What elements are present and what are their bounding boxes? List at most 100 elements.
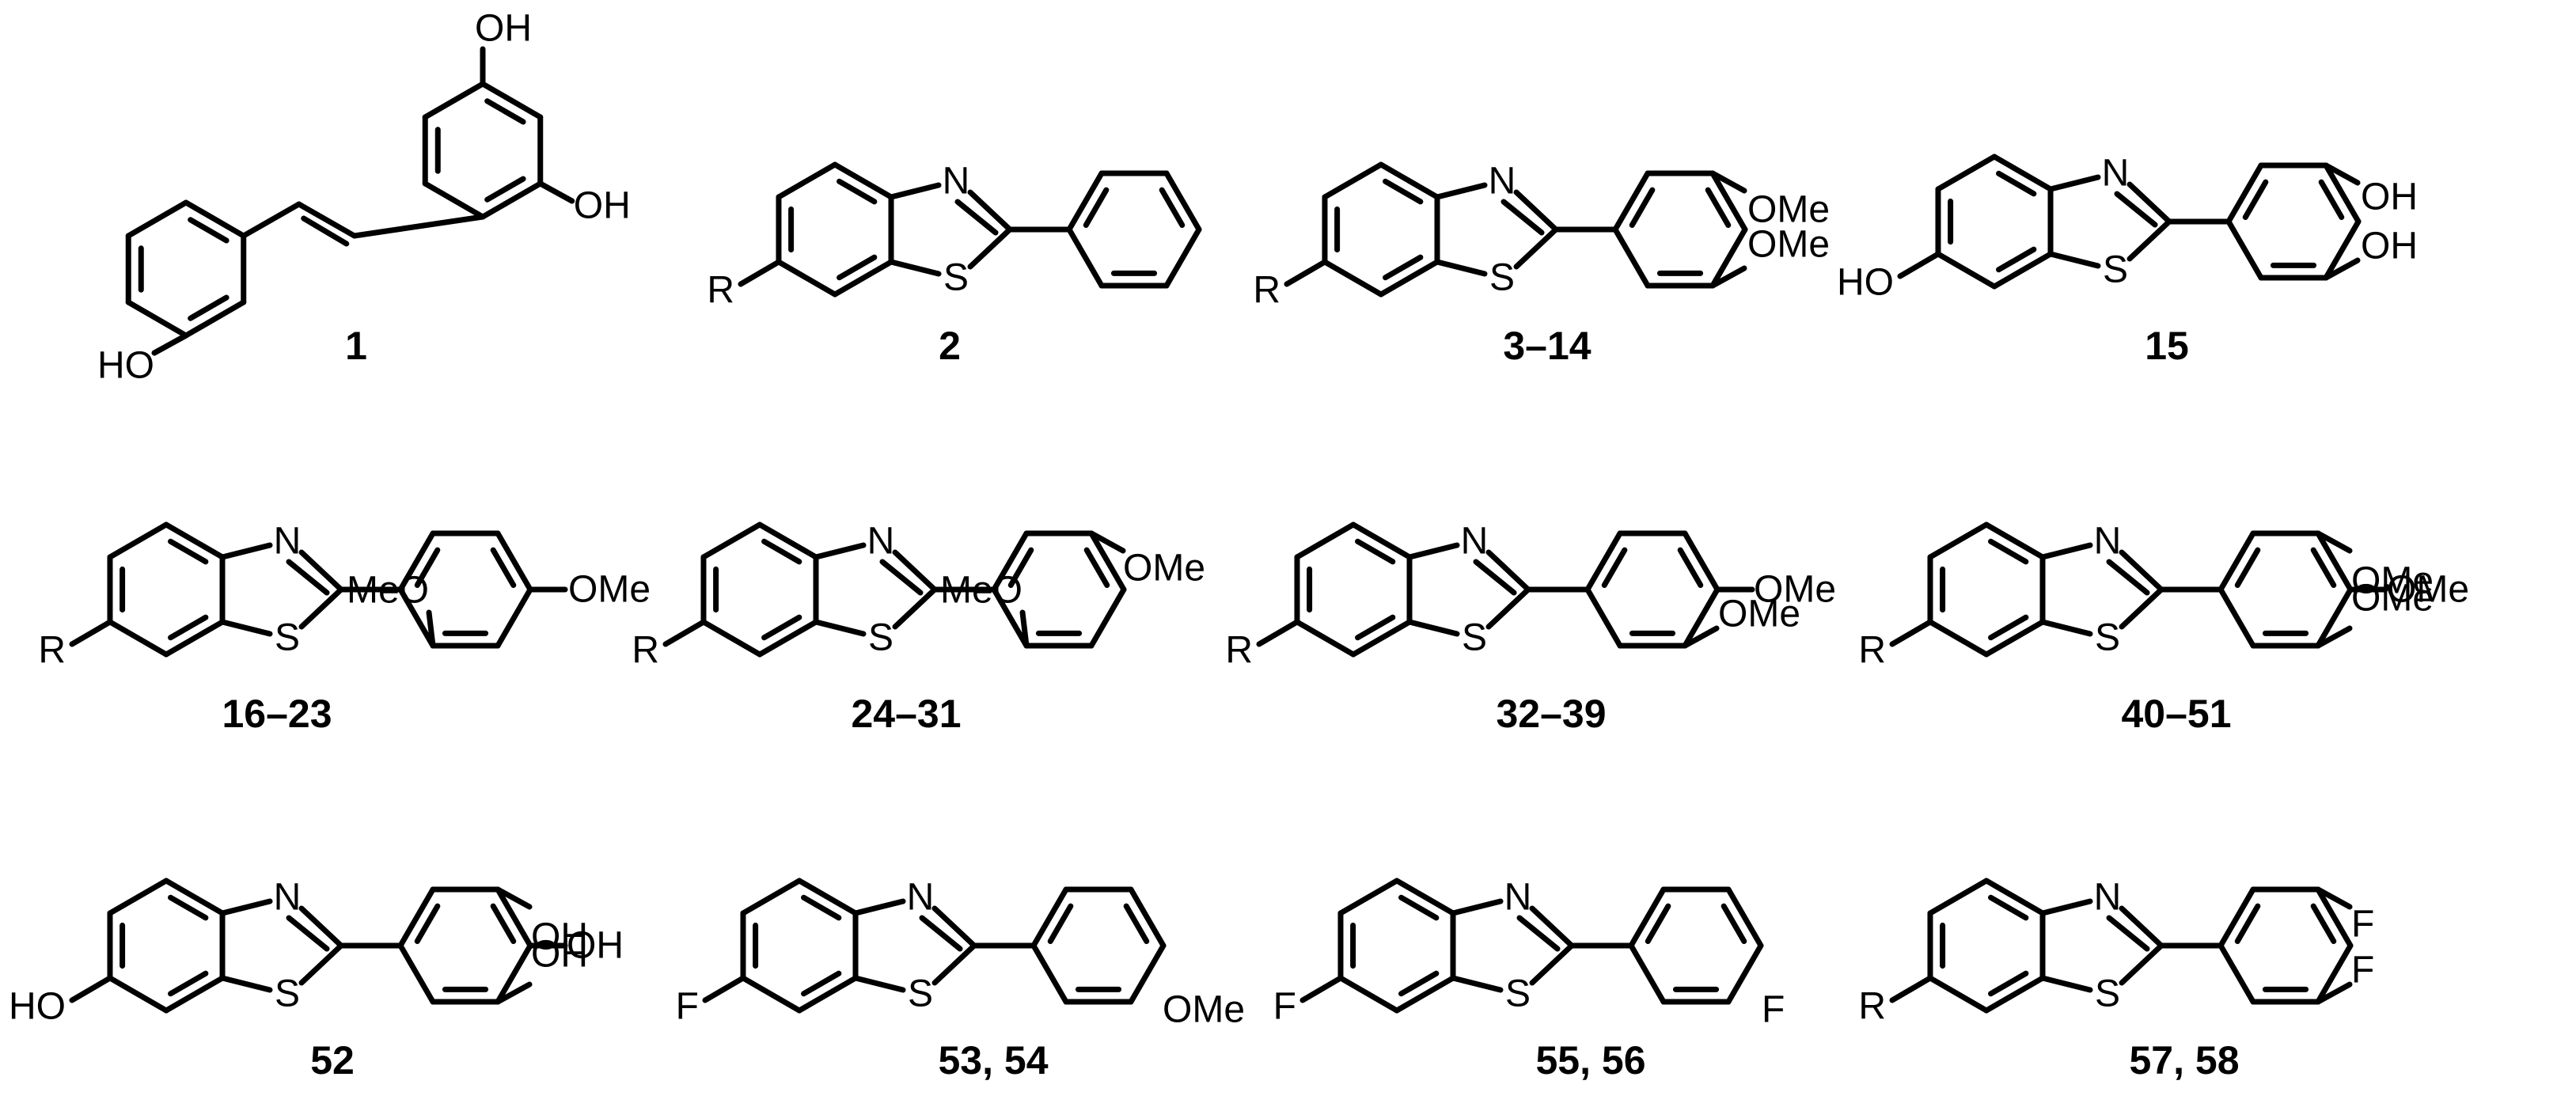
hydroxyl-label: OH xyxy=(475,8,532,50)
double-bond xyxy=(2234,903,2261,944)
bond-n-c2 xyxy=(298,549,344,593)
double-bond xyxy=(1083,547,1110,588)
double-bond-n-c2 xyxy=(286,559,330,596)
compound-number: 15 xyxy=(2145,324,2189,368)
bond xyxy=(2323,218,2362,281)
bond xyxy=(1612,170,1651,233)
bond xyxy=(397,942,436,1005)
bond xyxy=(163,975,226,1014)
bond-oh-right xyxy=(537,180,575,204)
bond-c3a-n xyxy=(219,898,273,916)
bond xyxy=(1088,530,1127,593)
bond-ome xyxy=(1088,530,1126,554)
bond-s-c2 xyxy=(931,942,977,986)
bond xyxy=(2315,530,2354,593)
compound-number: 40–51 xyxy=(2121,692,2231,736)
methoxy-label: OMe xyxy=(2351,578,2434,620)
hydroxyl-label: OH xyxy=(2361,176,2418,218)
double-bond xyxy=(1159,187,1186,228)
bond xyxy=(1584,586,1623,649)
double-bond-n-c2 xyxy=(1473,559,1517,596)
bond xyxy=(107,878,169,916)
phenyl-ring xyxy=(397,530,533,649)
bond-n-c2 xyxy=(1529,905,1575,949)
substituent-6-label: R xyxy=(632,630,659,672)
double-bond xyxy=(1996,246,2037,273)
phenyl-ring xyxy=(1628,886,1764,1005)
bond xyxy=(1682,530,1720,593)
double-bond xyxy=(168,538,209,565)
bond xyxy=(163,521,226,560)
bond-c3a-n xyxy=(1406,542,1460,560)
bond xyxy=(796,878,859,916)
bond-c7a-s xyxy=(852,975,906,993)
bond xyxy=(1927,878,1990,916)
sulfur-label: S xyxy=(275,973,300,1015)
double-bond xyxy=(761,538,802,565)
bond xyxy=(1350,521,1413,560)
double-bond xyxy=(2234,547,2261,588)
double-bond xyxy=(1988,894,2029,921)
resorcinol-ring xyxy=(422,81,544,220)
double-bond xyxy=(168,614,209,641)
bond xyxy=(1927,521,1990,560)
bond xyxy=(1128,886,1167,949)
phenyl-ring xyxy=(991,530,1127,649)
double-bond xyxy=(414,547,441,588)
bond xyxy=(1628,886,1667,949)
double-bond xyxy=(188,217,230,244)
bond xyxy=(1927,975,1990,1014)
nitrogen-label: N xyxy=(1489,161,1516,203)
bond-meo xyxy=(426,609,436,649)
methoxy-label: OMe xyxy=(1163,989,1245,1031)
nitrogen-label: N xyxy=(2094,877,2122,919)
bond xyxy=(1682,586,1720,649)
bond xyxy=(1709,170,1748,233)
bond xyxy=(1935,154,1997,192)
bond-n-c2 xyxy=(967,189,1013,233)
benzo-ring xyxy=(1927,521,2046,658)
bond xyxy=(1584,530,1623,593)
bond xyxy=(1628,942,1667,1005)
phenyl-ring xyxy=(2225,162,2362,281)
bond xyxy=(480,81,544,120)
bond-c3a-n xyxy=(1434,182,1488,200)
bond-ome-top xyxy=(1709,265,1747,289)
double-bond xyxy=(1988,614,2029,641)
bond-c6-substituent xyxy=(1889,975,1933,1003)
phenyl-ring xyxy=(1066,170,1202,289)
phenyl-ring xyxy=(1030,886,1167,1005)
bond-ome-top xyxy=(1682,625,1720,649)
bond xyxy=(1991,251,2054,290)
hydroxyl-label: OH xyxy=(531,934,588,976)
vinyl-bond xyxy=(241,201,302,239)
bond-c3a-n xyxy=(852,898,906,916)
bond xyxy=(757,619,819,658)
double-bond xyxy=(1645,903,1671,944)
double-bond xyxy=(414,903,441,944)
bond-s-c2 xyxy=(1513,226,1559,270)
bond xyxy=(757,521,819,560)
bond xyxy=(1983,975,2046,1014)
benzo-ring xyxy=(776,161,894,298)
bond xyxy=(1983,619,2046,658)
double-bond-n-c2 xyxy=(2106,915,2150,952)
double-bond xyxy=(188,294,230,321)
bond xyxy=(2225,218,2264,281)
bond-c3a-n xyxy=(1450,898,1504,916)
compound-number: 1 xyxy=(345,324,367,368)
vinyl-double-bond-inner xyxy=(301,215,350,247)
bond-c6-substituent xyxy=(1897,251,1941,279)
bond xyxy=(1088,586,1127,649)
compound-number: 52 xyxy=(310,1038,355,1083)
double-bond xyxy=(484,98,526,125)
bond xyxy=(2315,586,2354,649)
benzo-ring xyxy=(107,878,226,1014)
bond-c3a-n xyxy=(219,542,273,560)
double-bond xyxy=(484,176,526,203)
bond xyxy=(776,259,838,298)
